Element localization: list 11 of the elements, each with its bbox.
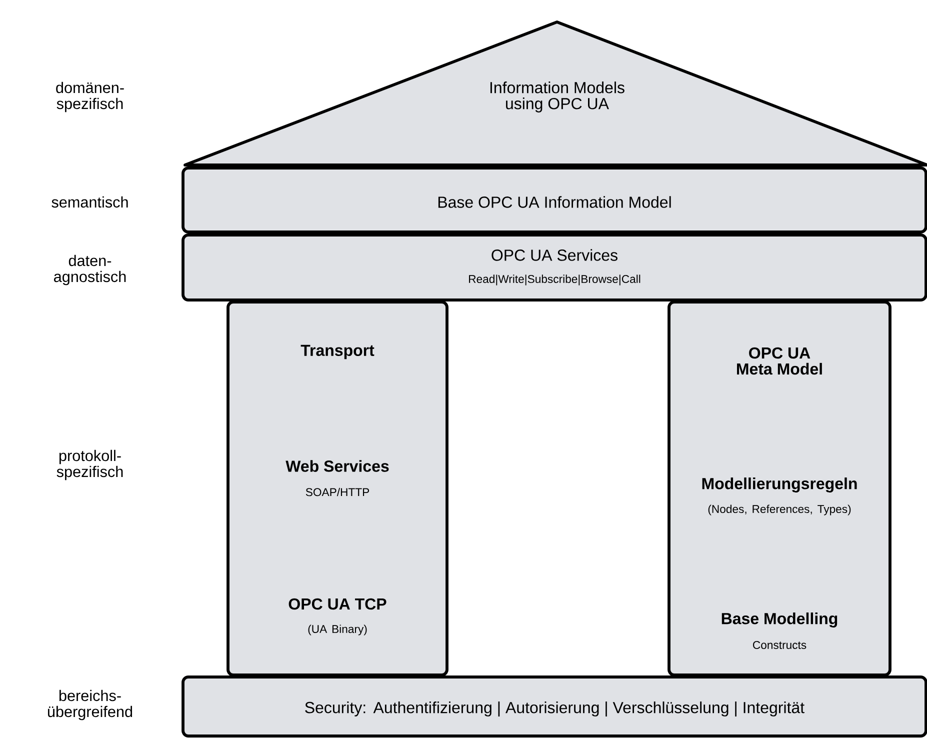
level-label: bereichs-übergreifend	[48, 690, 132, 720]
pillar-box: OPC UA Meta Model Modellierungsregeln (Nodes, References, Types) Base Modelling Constructs	[668, 300, 892, 676]
layer-band: Security: Authentifizierung | Autorisierung | Verschlüsselung | Integrität	[182, 676, 927, 738]
pillar-box: Transport Web Services SOAP/HTTP OPC UA TCP (UA Binary)	[226, 300, 448, 676]
roof-triangle: Information Models using OPC UA	[184, 20, 927, 166]
layer-band: Base OPC UA Information Model	[182, 166, 927, 234]
level-label: protokoll-spezifisch	[56, 450, 123, 480]
layer-band: OPC UA Services Read|Write|Subscribe|Browse|Call	[182, 234, 927, 302]
level-label: domänen-spezifisch	[56, 82, 124, 112]
level-label: semantisch	[52, 196, 128, 208]
level-label: daten-agnostisch	[54, 254, 126, 286]
